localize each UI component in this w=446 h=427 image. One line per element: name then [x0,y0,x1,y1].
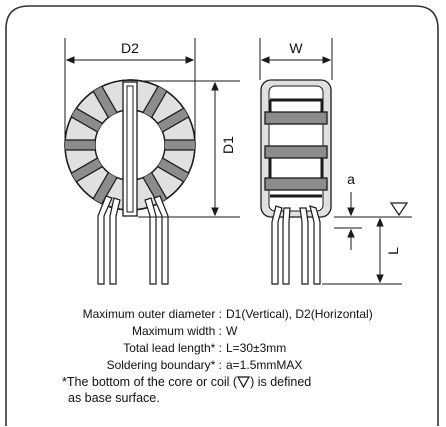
spec-label: Soldering boundary* [106,358,216,372]
spec-row-soldering-boundary: Soldering boundary* : a=1.5mmMAX [106,358,303,372]
toroid-top-view [64,79,196,285]
footnote-line2: as base surface. [68,391,160,405]
spec-label: Maximum outer diameter [82,307,216,321]
spec-row-outer-diameter: Maximum outer diameter : D1(Vertical), D… [82,307,373,321]
footnote-prefix: *The bottom of the core or coil ( [62,375,238,389]
spec-value: L=30±3mm [226,341,287,355]
winding-strands [65,85,196,205]
down-triangle-icon [237,376,251,388]
l-dimension [322,217,402,285]
a-dimension [334,192,362,250]
spec-value: W [226,324,238,338]
d1-label: D1 [220,136,236,154]
spec-row-lead-length: Total lead length* : L=30±3mm [123,341,287,355]
inductor-drawing: D2 D1 [64,38,412,285]
l-label: L [385,247,401,255]
spec-value: D1(Vertical), D2(Horizontal) [226,307,373,321]
d2-dimension [64,38,196,140]
footnote: *The bottom of the core or coil ( ) is de… [62,374,311,406]
spec-row-width: Maximum width : W [131,324,238,338]
spec-value: a=1.5mmMAX [226,358,303,372]
w-dimension [259,38,333,80]
spec-label: Total lead length* [123,341,216,355]
winding-strand [65,139,97,151]
down-triangle-icon [389,202,409,217]
d1-dimension [138,80,240,218]
footnote-suffix: ) is defined [250,375,312,389]
d2-label: D2 [121,40,139,56]
spec-label: Maximum width [131,324,216,338]
rounded-frame [5,5,439,426]
winding-strand [163,139,196,151]
a-label: a [347,171,355,187]
w-label: W [289,40,303,56]
toroid-side-view [260,79,332,285]
